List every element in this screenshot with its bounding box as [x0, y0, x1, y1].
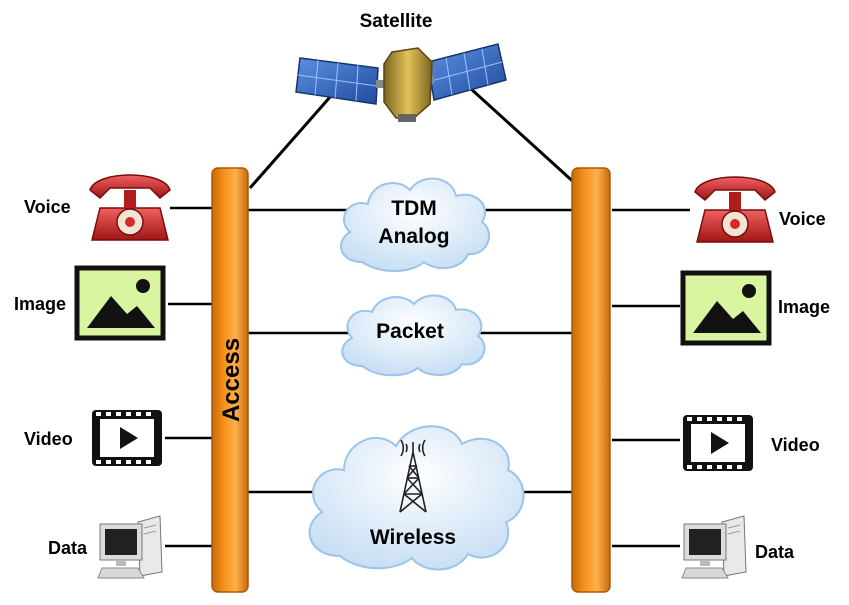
- right-data-label: Data: [755, 542, 795, 562]
- right-video-label: Video: [771, 435, 820, 455]
- cell-tower-icon: [399, 439, 427, 513]
- video-icon: [92, 410, 162, 466]
- satellite-link-right: [468, 86, 580, 188]
- tdm-cloud-label-2: Analog: [378, 225, 449, 248]
- computer-icon: [681, 515, 747, 579]
- left-voice-label: Voice: [24, 197, 71, 217]
- tdm-cloud-label-1: TDM: [391, 197, 437, 220]
- telephone-icon: [694, 176, 776, 243]
- access-bar-left: [211, 167, 249, 593]
- image-icon: [680, 270, 772, 346]
- image-icon: [74, 265, 166, 341]
- right-voice-label: Voice: [779, 209, 826, 229]
- computer-icon: [97, 515, 163, 579]
- satellite-label: Satellite: [360, 11, 433, 32]
- packet-cloud: Packet: [341, 294, 486, 377]
- video-icon: [683, 415, 753, 471]
- packet-cloud-label: Packet: [376, 320, 444, 343]
- access-bar-right: [571, 167, 611, 593]
- wireless-cloud-label: Wireless: [370, 526, 456, 549]
- wireless-cloud: Wireless: [308, 425, 525, 571]
- telephone-icon: [89, 174, 171, 241]
- left-data-label: Data: [48, 538, 88, 558]
- right-image-label: Image: [778, 297, 831, 317]
- access-label: Access: [218, 338, 245, 422]
- left-video-label: Video: [24, 429, 73, 449]
- satellite-icon: [295, 43, 507, 122]
- satellite-link-left: [248, 87, 340, 189]
- tdm-cloud: TDM Analog: [339, 177, 490, 272]
- left-image-label: Image: [14, 294, 67, 314]
